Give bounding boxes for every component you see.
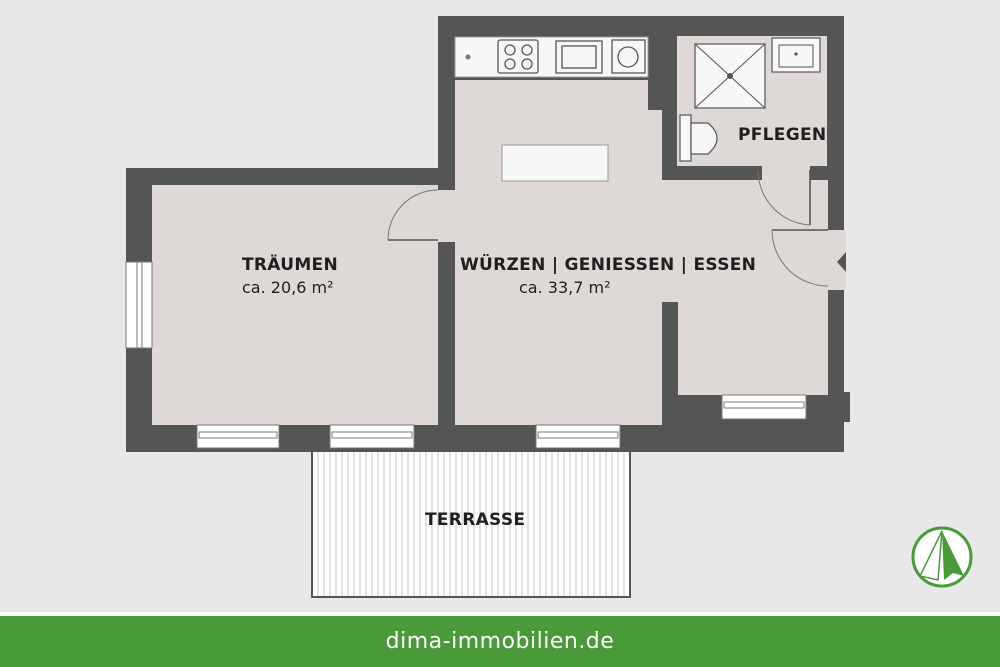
window-bedroom-south-2 [329,424,415,449]
window-living-south [535,424,621,449]
bedroom-floor [152,185,438,425]
kitchen-island [501,144,609,182]
window-bedroom-left [125,261,153,349]
room-label-traeumen: TRÄUMEN [242,253,338,275]
north-arrow-icon [911,526,973,588]
room-area-traeumen: ca. 20,6 m² [242,278,333,297]
entrance-door [771,229,846,290]
sink-icon [555,40,603,74]
window-bedroom-south-1 [196,424,280,449]
bedroom-door [387,189,455,242]
windows [125,261,807,449]
kitchen-counter [454,36,649,78]
entrance-arrow-icon [837,252,846,272]
room-label-wohnen: WÜRZEN | GENIESSEN | ESSEN [460,253,756,275]
dishwasher-icon [611,39,646,74]
footer-url[interactable]: dima-immobilien.de [385,629,615,654]
floor-plan: TRÄUMEN ca. 20,6 m² WÜRZEN | GENIESSEN |… [125,16,973,598]
shower-icon [694,43,766,109]
cooktop-icon [497,39,539,74]
window-dining-south [721,394,807,420]
toilet-icon [679,114,718,162]
room-area-wohnen: ca. 33,7 m² [519,278,610,297]
terrace [311,446,631,598]
room-label-terrasse: TERRASSE [425,510,525,530]
footer-bar: dima-immobilien.de [0,612,1000,667]
room-label-pflegen: PFLEGEN [738,125,826,145]
washbasin-icon [771,37,821,73]
bathroom-door [757,164,811,226]
